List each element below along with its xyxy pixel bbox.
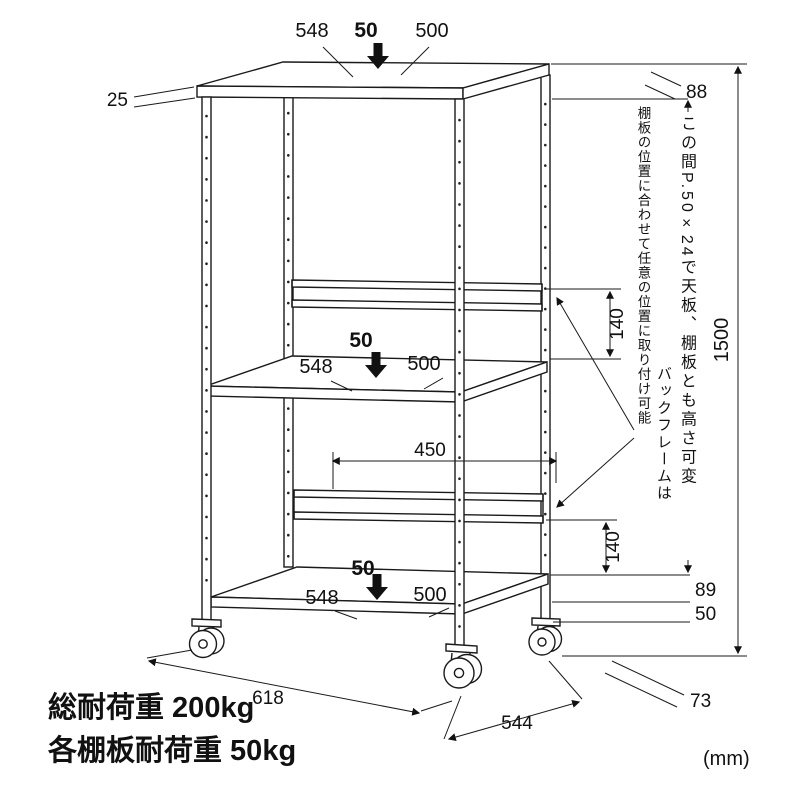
front-left-post [201, 96, 212, 621]
upper-back-frame [291, 279, 543, 312]
dimension-labels: 548 50 500 25 88 1500 140 140 548 50 500… [107, 19, 733, 734]
dim-bottom-load: 50 [351, 557, 374, 580]
dim-mid-width: 548 [299, 356, 332, 378]
dim-top-width: 548 [295, 20, 328, 42]
caster-rear-right [528, 617, 563, 656]
dim-bottom-depth: 500 [413, 584, 446, 606]
dim-board-thickness: 25 [107, 90, 128, 111]
total-load-label: 総耐荷重 200kg [48, 691, 254, 724]
front-right-post [454, 98, 465, 647]
dim-overall-height: 1500 [711, 318, 733, 363]
unit-label: (mm) [703, 748, 750, 770]
dim-mid-load: 50 [349, 329, 372, 352]
dim-outer-depth: 544 [501, 713, 533, 734]
load-arrows [365, 43, 389, 600]
dim-gap-lower: 140 [603, 531, 624, 563]
dim-mid-depth: 500 [407, 353, 440, 375]
dim-bottom-offset-b: 50 [695, 604, 716, 625]
load-arrow-middle [365, 352, 387, 378]
lower-back-frame [293, 489, 544, 524]
dimension-lines [133, 46, 747, 741]
dim-outer-width: 618 [252, 688, 284, 709]
dim-bottom-offset-a: 89 [695, 580, 716, 601]
load-arrow-top [367, 43, 389, 69]
dim-top-load: 50 [354, 19, 377, 42]
top-board [196, 61, 550, 100]
shelf-load-label: 各棚板耐荷重 50kg [47, 733, 296, 767]
load-arrow-bottom [366, 574, 388, 600]
rear-left-post [283, 72, 294, 568]
caster-front-right [443, 643, 483, 689]
caster-front-left [188, 618, 225, 659]
dim-top-offset: 88 [686, 82, 707, 103]
dim-bottom-width: 548 [305, 587, 338, 609]
dim-caster-height: 73 [690, 691, 711, 712]
rear-right-post [540, 74, 551, 623]
dim-back-frame-width: 450 [414, 440, 446, 461]
dim-top-depth: 500 [415, 20, 448, 42]
dim-gap-upper: 140 [607, 308, 628, 340]
